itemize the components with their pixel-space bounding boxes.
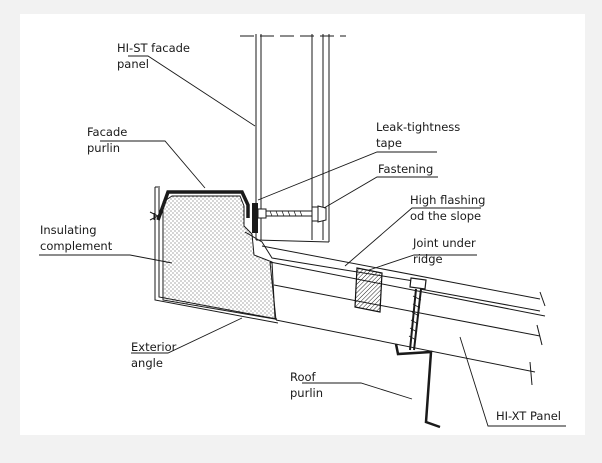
insulating-complement — [162, 195, 276, 320]
purlin-clip — [149, 211, 160, 221]
label-fastening: Fastening — [378, 162, 433, 176]
label-hi-xt-panel: HI-XT Panel — [496, 409, 561, 423]
leader-lines — [39, 55, 566, 427]
roof-purlin-profile — [394, 343, 441, 429]
drawing-sheet — [20, 14, 585, 435]
exterior-angle — [154, 186, 279, 324]
roof-fastener — [408, 277, 427, 351]
facade-fastening — [252, 203, 327, 233]
roof-panel — [261, 245, 546, 386]
joint-under-ridge — [354, 267, 383, 313]
